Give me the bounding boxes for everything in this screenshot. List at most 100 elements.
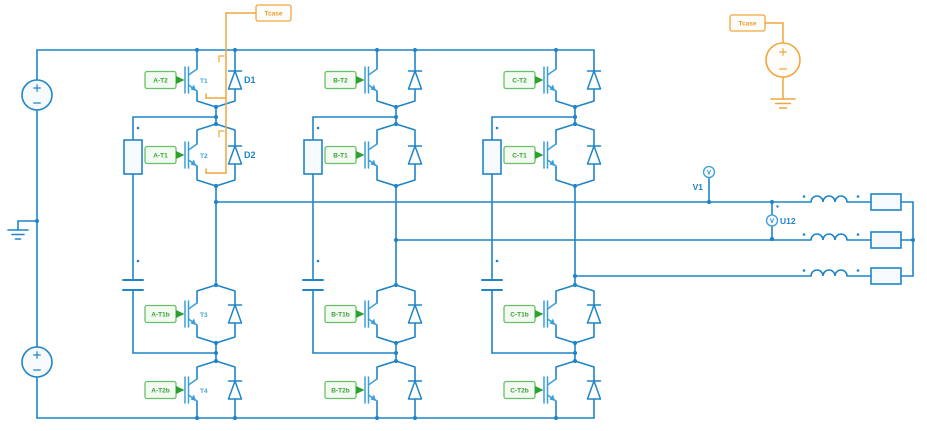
gate-signal-label: B-T2b xyxy=(331,388,349,395)
junction-dot xyxy=(706,199,712,205)
gate-arrow-icon xyxy=(176,310,185,318)
junction-dot xyxy=(572,121,578,127)
antiparallel-diode xyxy=(407,380,423,400)
igbt-module-c1[interactable] xyxy=(543,47,602,110)
phase-inductor-1[interactable] xyxy=(802,195,860,203)
igbt-module-b4[interactable] xyxy=(364,358,423,421)
igbt-module-a3[interactable]: T3 xyxy=(184,282,243,346)
emitter-arrow xyxy=(370,394,376,401)
emitter-arrow xyxy=(549,84,555,91)
emitter-arrow xyxy=(370,318,376,325)
transistor-label: T1 xyxy=(200,78,208,85)
junction-dot xyxy=(213,282,219,288)
gate-signal-A-T1[interactable]: A-T1 xyxy=(144,145,185,165)
junction-dot xyxy=(910,237,916,243)
antiparallel-diode xyxy=(227,304,243,324)
junction-dot xyxy=(194,47,200,53)
emitter-arrow xyxy=(370,159,376,166)
junction-dot xyxy=(213,358,219,364)
clamp-capacitor-A[interactable] xyxy=(122,173,217,354)
junction-dot xyxy=(412,47,418,53)
clamp-resistor-C[interactable] xyxy=(482,116,576,175)
load-resistor-1[interactable] xyxy=(870,193,902,211)
igbt-module-c3[interactable] xyxy=(543,282,602,346)
gate-arrow-icon xyxy=(356,310,365,318)
dc-source-upper[interactable] xyxy=(21,79,53,111)
junction-dot xyxy=(393,183,399,189)
igbt-module-a4[interactable]: T4 xyxy=(184,358,243,421)
junction-dot xyxy=(213,183,219,189)
voltmeter-label: U12 xyxy=(780,216,796,226)
gate-signal-A-T2b[interactable]: A-T2b xyxy=(144,380,185,400)
antiparallel-diode xyxy=(407,304,423,324)
load-resistor-2[interactable] xyxy=(870,231,902,249)
gate-signal-C-T2b[interactable]: C-T2b xyxy=(503,380,544,400)
igbt-module-c4[interactable] xyxy=(543,358,602,421)
gate-arrow-icon xyxy=(356,76,365,84)
clamp-resistor-A[interactable] xyxy=(123,116,217,175)
transistor-label: T2 xyxy=(200,153,208,160)
gate-arrow-icon xyxy=(176,76,185,84)
igbt-module-a2[interactable]: T2 D2 xyxy=(184,121,256,189)
clamp-capacitor-C[interactable] xyxy=(481,173,576,354)
gate-signal-label: A-T1 xyxy=(153,153,168,160)
igbt-module-b2[interactable] xyxy=(364,121,423,189)
emitter-arrow xyxy=(190,394,196,401)
gate-signal-C-T2[interactable]: C-T2 xyxy=(503,70,544,90)
thermal-probe-label[interactable]: Tcase xyxy=(255,4,292,22)
gate-signal-label: C-T2 xyxy=(512,78,527,85)
phase-inductor-3[interactable] xyxy=(802,269,860,277)
antiparallel-diode xyxy=(586,304,602,324)
gate-signal-B-T2b[interactable]: B-T2b xyxy=(324,380,365,400)
junction-dot xyxy=(553,47,559,53)
thermal-source[interactable]: Tcase xyxy=(729,14,801,109)
thermal-ground-icon xyxy=(770,98,796,109)
igbt-module-c2[interactable] xyxy=(543,121,602,189)
transistor-label: T4 xyxy=(200,388,208,395)
gate-arrow-icon xyxy=(535,310,544,318)
junction-dot xyxy=(572,282,578,288)
emitter-arrow xyxy=(190,159,196,166)
gate-arrow-icon xyxy=(176,386,185,394)
clamp-resistor-B[interactable] xyxy=(303,116,397,175)
igbt-module-b3[interactable] xyxy=(364,282,423,346)
voltmeter-V1[interactable]: VV1 xyxy=(693,165,716,205)
junction-dot xyxy=(412,415,418,421)
gate-signal-B-T1[interactable]: B-T1 xyxy=(324,145,365,165)
antiparallel-diode xyxy=(227,145,243,165)
gate-signal-C-T1[interactable]: C-T1 xyxy=(503,145,544,165)
antiparallel-diode xyxy=(586,380,602,400)
gate-signal-B-T1b[interactable]: B-T1b xyxy=(324,304,365,324)
dc-source-lower[interactable] xyxy=(21,346,53,378)
gate-arrow-icon xyxy=(356,151,365,159)
transistor-label: T3 xyxy=(200,312,208,319)
gate-signal-label: C-T1 xyxy=(512,153,527,160)
igbt-module-b1[interactable] xyxy=(364,47,423,110)
junction-dot xyxy=(572,340,578,346)
junction-dot xyxy=(769,199,775,205)
gate-signal-label: A-T2 xyxy=(153,78,168,85)
gate-signal-A-T1b[interactable]: A-T1b xyxy=(144,304,185,324)
gate-signal-B-T2[interactable]: B-T2 xyxy=(324,70,365,90)
gate-signal-A-T2[interactable]: A-T2 xyxy=(144,70,185,90)
phase-inductor-2[interactable] xyxy=(802,233,860,241)
load-resistor-3[interactable] xyxy=(870,267,902,285)
thermal-probe-text: Tcase xyxy=(265,11,283,18)
gate-signal-label: A-T1b xyxy=(151,312,169,319)
thermal-source-text: Tcase xyxy=(739,21,757,28)
thermal-probe-chain: Tcase xyxy=(205,4,292,174)
junction-dot xyxy=(572,183,578,189)
junction-dot xyxy=(572,358,578,364)
antiparallel-diode xyxy=(227,380,243,400)
clamp-capacitor-B[interactable] xyxy=(302,173,397,354)
emitter-arrow xyxy=(549,318,555,325)
thermal-source-label[interactable]: Tcase xyxy=(729,14,766,32)
ground-symbol[interactable] xyxy=(7,220,38,240)
gate-signal-C-T1b[interactable]: C-T1b xyxy=(503,304,544,324)
junction-dot xyxy=(213,340,219,346)
diode-label: D2 xyxy=(244,150,256,160)
